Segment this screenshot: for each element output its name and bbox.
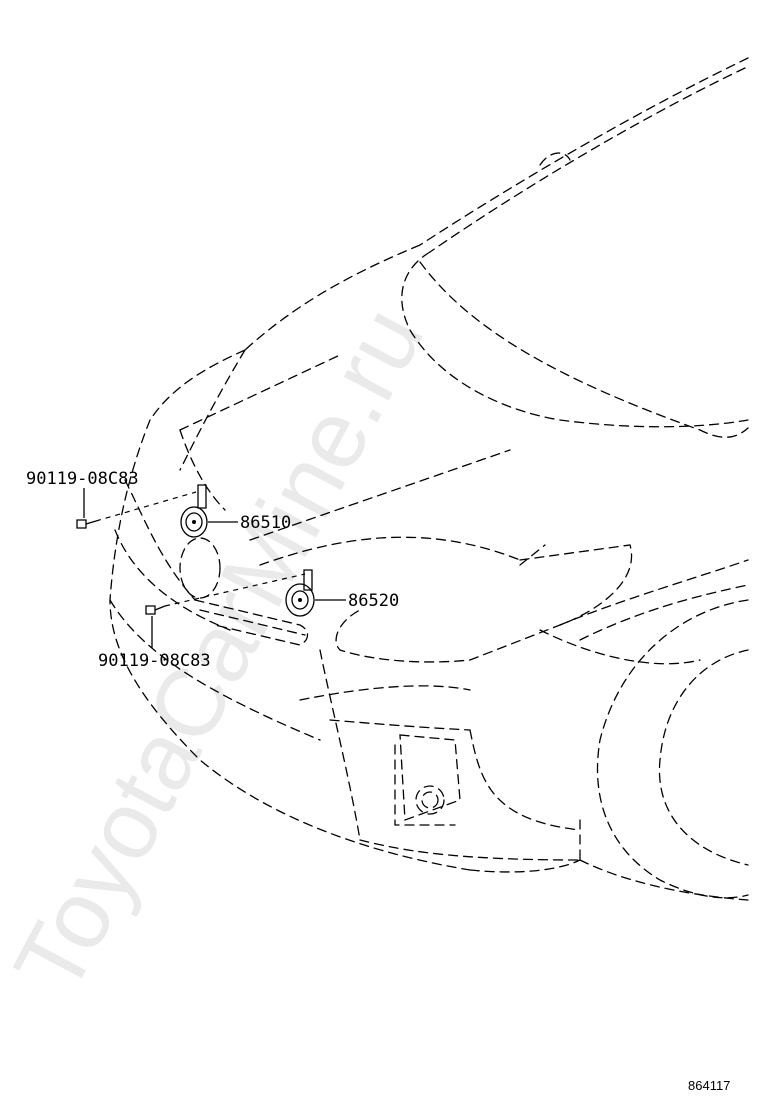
part-label-bolt-upper: 90119-08C83 bbox=[26, 469, 139, 489]
bolt-lower bbox=[145, 573, 306, 648]
horn-86510 bbox=[180, 484, 238, 538]
watermark-text: ToyotaCarMine.ru bbox=[0, 291, 444, 1010]
horn-86520 bbox=[285, 569, 346, 617]
diagram-id: 864117 bbox=[688, 1078, 730, 1093]
part-label-horn-86510: 86510 bbox=[240, 513, 291, 533]
part-label-horn-86520: 86520 bbox=[348, 591, 399, 611]
car-body-outline bbox=[109, 57, 749, 901]
part-label-bolt-lower: 90119-08C83 bbox=[98, 651, 211, 671]
bolt-upper bbox=[76, 488, 197, 529]
